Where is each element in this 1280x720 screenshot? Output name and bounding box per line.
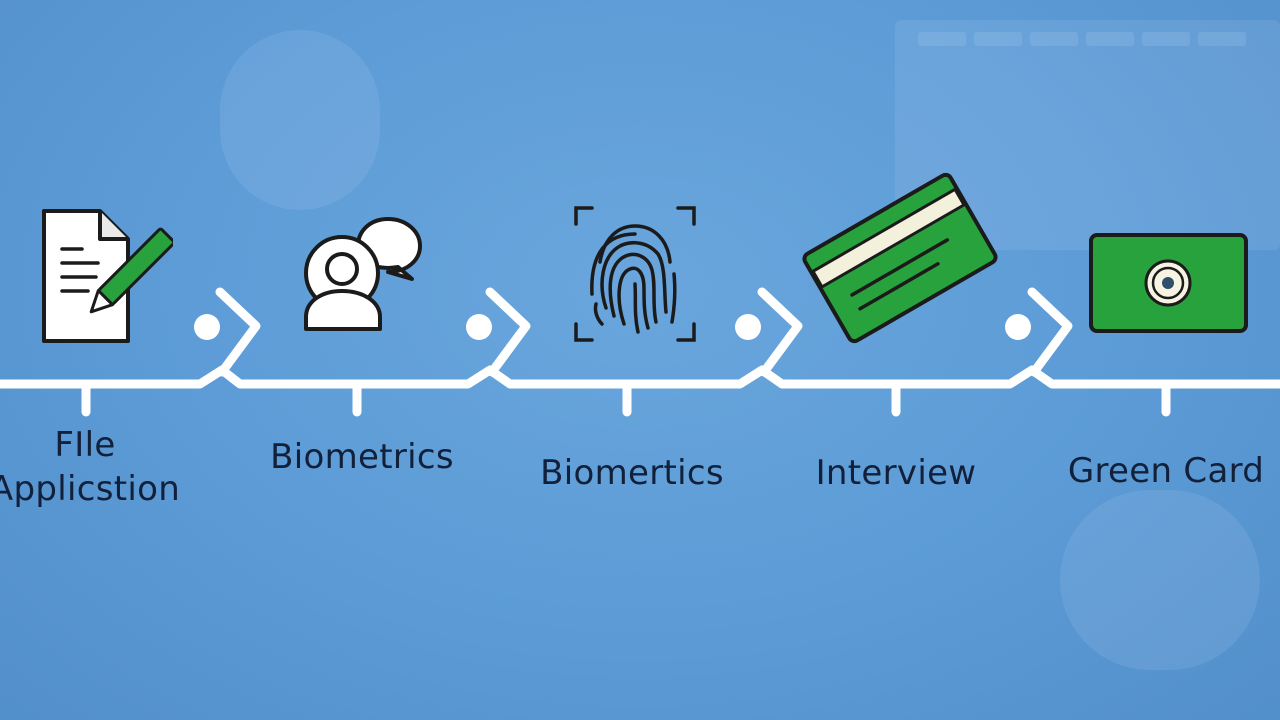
green-card-seal-icon <box>1089 233 1248 333</box>
timeline-dot <box>1005 314 1031 340</box>
timeline-track <box>0 365 1280 389</box>
green-card-tilted-icon <box>802 172 998 344</box>
person-chat-icon <box>304 217 422 331</box>
timeline-dot <box>194 314 220 340</box>
timeline-chevron <box>215 287 261 377</box>
step-label-file-application: FIle Applicstion <box>0 423 190 511</box>
timeline-chevron <box>485 287 531 377</box>
timeline-dot <box>466 314 492 340</box>
step-label-interview: Interview <box>815 453 977 493</box>
timeline-chevron <box>1027 287 1073 377</box>
step-label-line: Applicstion <box>0 469 181 509</box>
fingerprint-icon <box>574 206 696 342</box>
step-label-green-card: Green Card <box>1067 451 1265 491</box>
step-label-line: FIle <box>54 425 116 465</box>
timeline-dot <box>735 314 761 340</box>
step-label-biomertics: Biomertics <box>540 453 724 493</box>
document-pencil-icon <box>42 209 173 343</box>
step-label-biometrics: Biometrics <box>270 437 454 477</box>
timeline-chevron <box>757 287 803 377</box>
